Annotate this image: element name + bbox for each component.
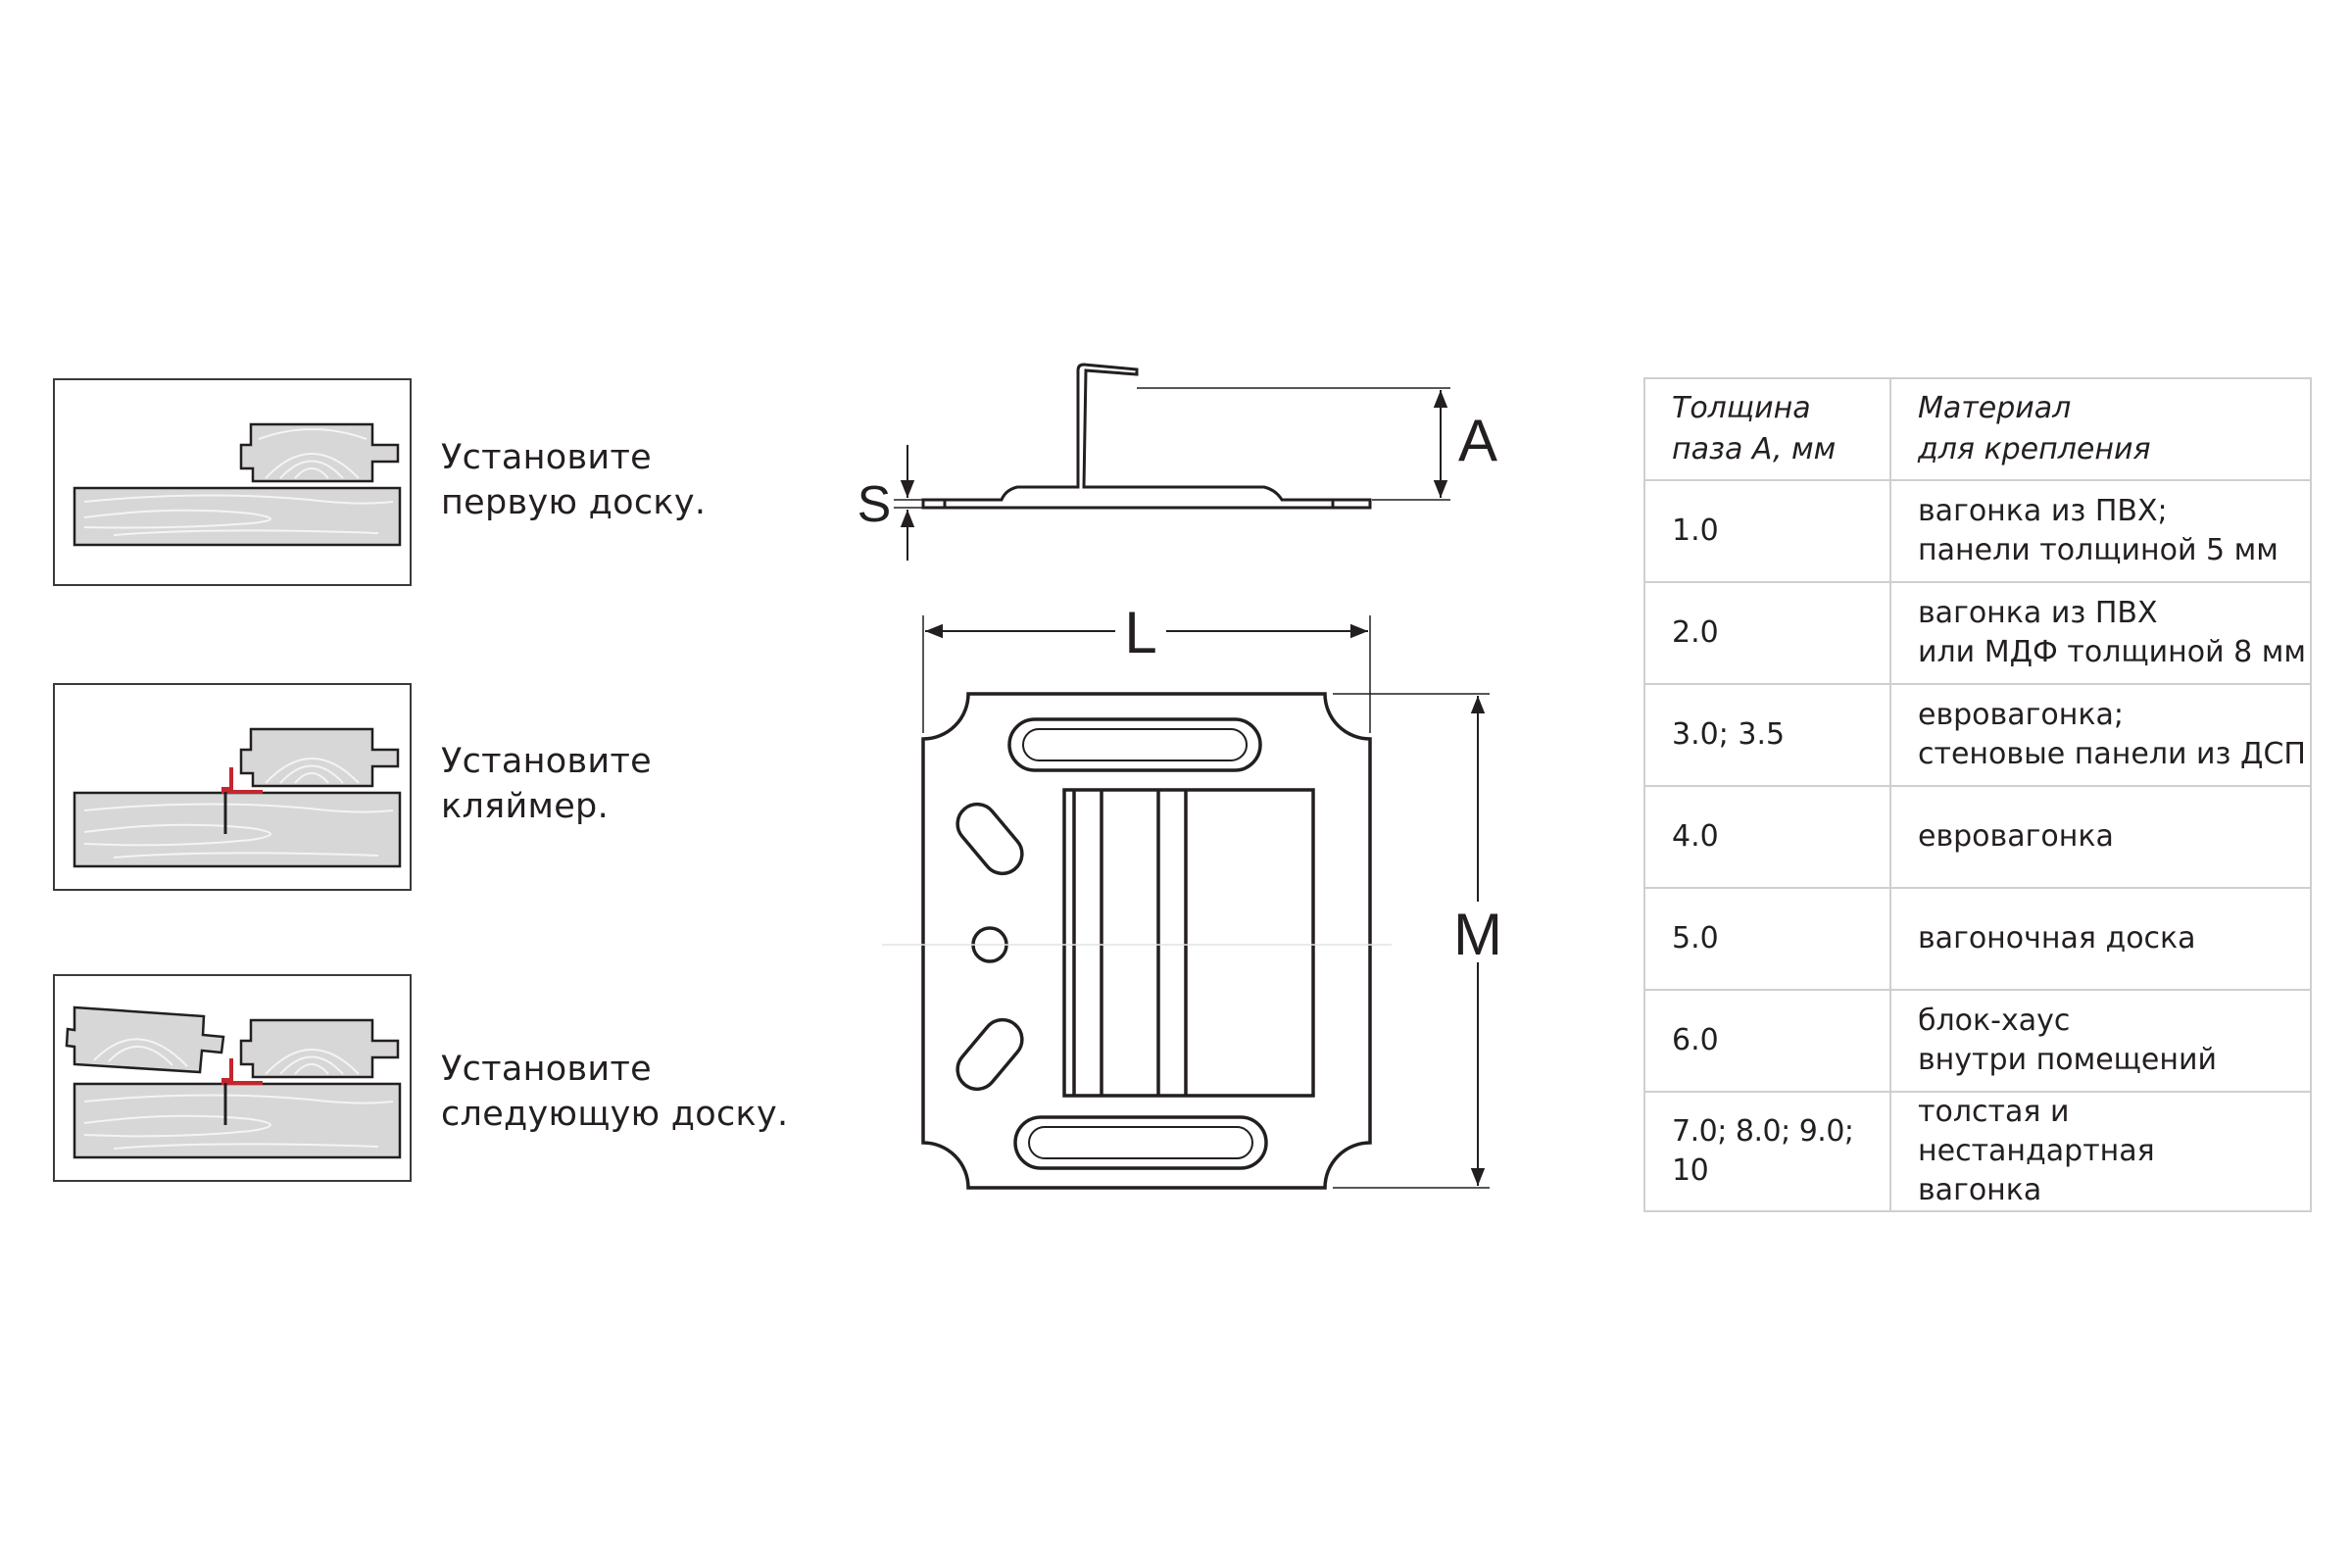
cell-thickness: 5.0 bbox=[1643, 887, 1891, 991]
cell-material-line2: или МДФ толщиной 8 мм bbox=[1918, 635, 2307, 669]
cell-material-line2: стеновые панели из ДСП bbox=[1918, 737, 2306, 771]
cell-material-line2: панели толщиной 5 мм bbox=[1918, 533, 2278, 567]
dim-m-label: M bbox=[1453, 902, 1502, 967]
header-material-line1: Материал bbox=[1918, 391, 2072, 425]
table-row: 3.0; 3.5 евровагонка; стеновые панели из… bbox=[1643, 683, 2312, 787]
table-header-row: Толщина паза A, мм Материал для креплени… bbox=[1643, 377, 2312, 481]
step3-caption-line1: Установите bbox=[441, 1050, 652, 1089]
dim-l-label: L bbox=[1124, 600, 1156, 665]
cell-thickness: 3.0; 3.5 bbox=[1643, 683, 1891, 787]
cell-material: евровагонка; стеновые панели из ДСП bbox=[1889, 683, 2312, 787]
clip-top-view bbox=[921, 692, 1372, 1190]
slot-bottom bbox=[1013, 1115, 1268, 1170]
table-row: 4.0 евровагонка bbox=[1643, 785, 2312, 889]
cell-thickness: 2.0 bbox=[1643, 581, 1891, 685]
clip-side-view bbox=[921, 363, 1372, 510]
dim-a-label: A bbox=[1458, 408, 1497, 473]
cell-material-line2: внутри помещений bbox=[1918, 1043, 2217, 1077]
clip-technical-drawing: A S L M bbox=[858, 363, 1502, 1190]
cell-material-line1: вагоночная доска bbox=[1918, 921, 2196, 956]
step1-caption-line2: первую доску. bbox=[441, 483, 707, 522]
cell-material-line1: вагонка из ПВХ; bbox=[1918, 494, 2168, 528]
step2-caption: Установите кляймер. bbox=[441, 739, 652, 829]
cell-thickness: 4.0 bbox=[1643, 785, 1891, 889]
cell-thickness: 6.0 bbox=[1643, 989, 1891, 1093]
step2-illustration bbox=[53, 683, 412, 891]
header-material: Материал для крепления bbox=[1889, 377, 2312, 481]
cell-material: евровагонка bbox=[1889, 785, 2312, 889]
table-row: 7.0; 8.0; 9.0; 10 толстая и нестандартна… bbox=[1643, 1091, 2312, 1212]
step2-caption-line2: кляймер. bbox=[441, 787, 609, 826]
cell-material-line1: евровагонка bbox=[1918, 819, 2114, 854]
step3-illustration bbox=[53, 974, 412, 1182]
cell-material-line1: евровагонка; bbox=[1918, 698, 2124, 732]
step2-caption-line1: Установите bbox=[441, 742, 652, 781]
cell-material-line1: вагонка из ПВХ bbox=[1918, 596, 2158, 630]
step1-caption-line1: Установите bbox=[441, 438, 652, 477]
step3-caption-line2: следующую доску. bbox=[441, 1095, 789, 1134]
header-thickness: Толщина паза A, мм bbox=[1643, 377, 1891, 481]
cell-material: блок-хаус внутри помещений bbox=[1889, 989, 2312, 1093]
slot-lower-left bbox=[956, 1017, 1024, 1092]
board-profile bbox=[239, 422, 400, 483]
cell-material: вагонка из ПВХ или МДФ толщиной 8 мм bbox=[1889, 581, 2312, 685]
spec-table: Толщина паза A, мм Материал для креплени… bbox=[1643, 377, 2312, 1212]
step1-board-drawing bbox=[73, 422, 402, 547]
step3-caption: Установите следующую доску. bbox=[441, 1047, 788, 1137]
table-row: 5.0 вагоночная доска bbox=[1643, 887, 2312, 991]
clip-accent bbox=[221, 767, 263, 794]
slot-upper-left bbox=[956, 802, 1024, 876]
board-profile bbox=[239, 1018, 400, 1079]
header-thickness-line2: паза A, мм bbox=[1672, 432, 1837, 466]
table-row: 1.0 вагонка из ПВХ; панели толщиной 5 мм bbox=[1643, 479, 2312, 583]
step1-caption: Установите первую доску. bbox=[441, 435, 706, 525]
header-material-line2: для крепления bbox=[1918, 432, 2151, 466]
cell-material-line1: блок-хаус bbox=[1918, 1004, 2071, 1038]
cell-material-line2: вагонка bbox=[1918, 1173, 2042, 1207]
dim-s-label: S bbox=[858, 476, 892, 533]
table-row: 2.0 вагонка из ПВХ или МДФ толщиной 8 мм bbox=[1643, 581, 2312, 685]
slot-top bbox=[1007, 717, 1262, 772]
clip-accent bbox=[221, 1058, 263, 1085]
header-thickness-line1: Толщина bbox=[1672, 391, 1811, 425]
tab-window bbox=[1062, 788, 1315, 1098]
step1-illustration bbox=[53, 378, 412, 586]
cell-material: вагонка из ПВХ; панели толщиной 5 мм bbox=[1889, 479, 2312, 583]
cell-material-line1: толстая и нестандартная bbox=[1918, 1095, 2155, 1168]
cell-material: толстая и нестандартная вагонка bbox=[1889, 1091, 2312, 1212]
board-profile bbox=[239, 727, 400, 788]
cell-thickness: 7.0; 8.0; 9.0; 10 bbox=[1643, 1091, 1891, 1212]
step3-board-drawing bbox=[65, 1005, 402, 1159]
table-row: 6.0 блок-хаус внутри помещений bbox=[1643, 989, 2312, 1093]
cell-material: вагоночная доска bbox=[1889, 887, 2312, 991]
step2-board-drawing bbox=[73, 727, 402, 868]
cell-thickness: 1.0 bbox=[1643, 479, 1891, 583]
